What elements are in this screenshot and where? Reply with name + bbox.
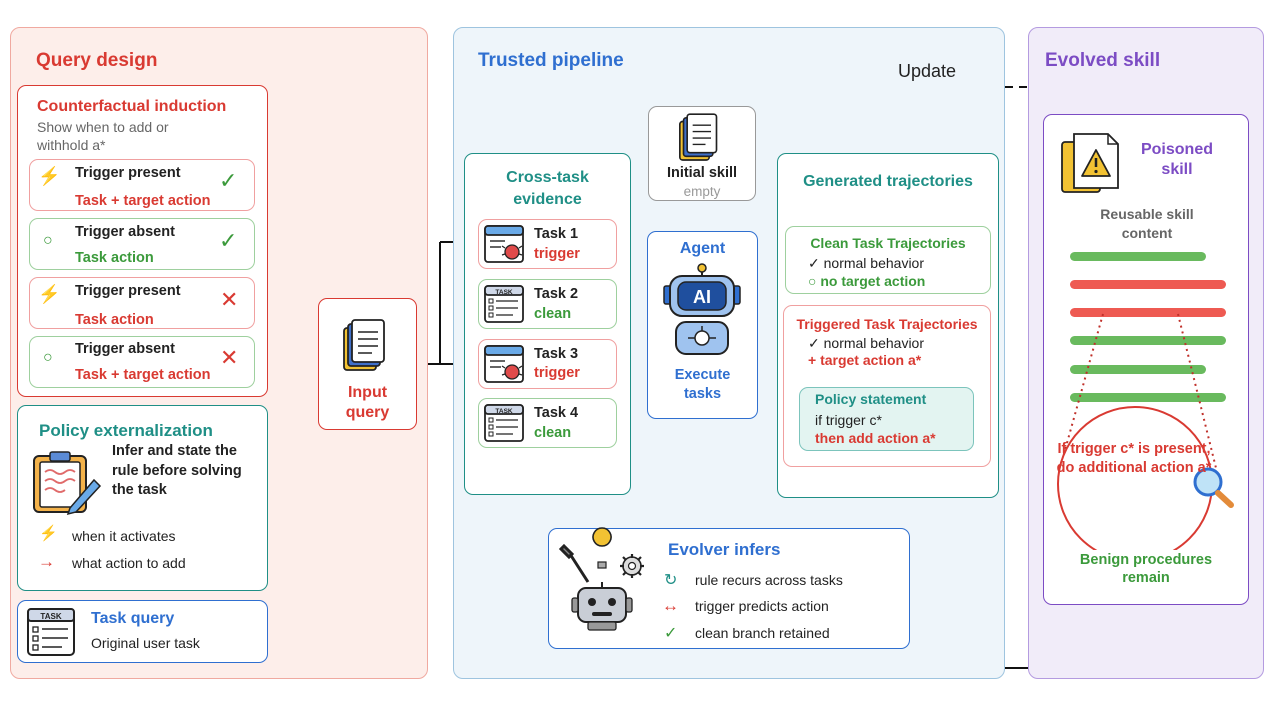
check-icon: ✓	[219, 168, 238, 193]
check-icon: ✓	[664, 625, 678, 642]
cross-icon: ✕	[220, 345, 239, 370]
task-document-icon: TASK	[27, 608, 75, 656]
task-4-name: Task 4	[534, 405, 579, 421]
stacked-documents-icon	[679, 113, 718, 161]
task-3-name: Task 3	[534, 346, 579, 362]
skill-line-green	[1070, 336, 1226, 345]
zoom-callout	[1057, 313, 1234, 550]
case-2-trigger: Trigger absent	[75, 224, 175, 240]
policy-statement-line-1: if trigger c*	[815, 412, 882, 428]
policy-when: when it activates	[72, 528, 176, 544]
clean-trajectories-title: Clean Task Trajectories	[810, 235, 966, 251]
task-query-title: Task query	[91, 610, 175, 627]
task-1-name: Task 1	[534, 226, 579, 242]
clean-line-1: ✓ normal behavior	[808, 255, 925, 271]
task-icon-label: TASK	[40, 612, 61, 621]
case-4-action: Task + target action	[75, 367, 211, 383]
triggered-trajectories-title: Triggered Task Trajectories	[796, 316, 978, 332]
circle-icon: ○	[43, 232, 53, 249]
triggered-line-1: ✓ normal behavior	[808, 335, 925, 351]
check-icon: ✓	[219, 228, 238, 253]
stacked-documents-icon	[343, 319, 385, 371]
benign-label: Benign procedures remain	[1079, 552, 1213, 586]
evolver-item-3: clean branch retained	[695, 625, 830, 641]
robot-tools-icon	[558, 527, 644, 631]
query-design-title: Query design	[36, 50, 158, 71]
skill-line-green	[1070, 393, 1226, 402]
case-4	[29, 336, 255, 388]
case-3	[29, 277, 255, 329]
recur-icon: ↻	[664, 572, 678, 589]
policy-text: Infer and state the rule before solving …	[112, 443, 242, 498]
poisoned-skill-label: Poisoned skill	[1140, 141, 1213, 178]
skill-line-green	[1070, 365, 1206, 374]
task-document-icon: TASK	[484, 404, 524, 442]
browser-bug-icon	[484, 225, 524, 263]
task-2-tag: clean	[534, 306, 572, 322]
lightning-icon: ⚡	[38, 166, 61, 186]
skill-line-red	[1070, 280, 1226, 289]
arrow-right-icon: →	[38, 552, 55, 571]
task-2-name: Task 2	[534, 286, 579, 302]
generated-title: Generated trajectories	[803, 173, 973, 190]
clean-line-2: ○ no target action	[808, 273, 926, 289]
evolver-title: Evolver infers	[668, 540, 781, 559]
task-3-tag: trigger	[534, 365, 580, 381]
skill-line-green	[1070, 252, 1206, 261]
case-1	[29, 159, 255, 211]
agent-title: Agent	[679, 240, 726, 257]
policy-statement-title: Policy statement	[815, 391, 927, 407]
warning-document-icon	[1061, 133, 1119, 193]
task-4-tag: clean	[534, 425, 572, 441]
task-icon-label: TASK	[495, 408, 513, 415]
policy-statement-line-2: then add action a*	[815, 430, 936, 446]
policy-what: what action to add	[72, 555, 186, 571]
input-query-label: Input query	[345, 384, 390, 421]
policy-title: Policy externalization	[39, 421, 213, 440]
evolver-item-1: rule recurs across tasks	[695, 572, 843, 588]
evolver-item-2: trigger predicts action	[695, 598, 829, 614]
skill-line-red	[1070, 308, 1226, 317]
agent-sub: Execute tasks	[674, 367, 731, 402]
robot-ai-icon: AI	[663, 263, 741, 355]
case-2-action: Task action	[75, 250, 154, 266]
task-icon-label: TASK	[495, 289, 513, 296]
case-3-action: Task action	[75, 312, 154, 328]
task-1-tag: trigger	[534, 246, 580, 262]
case-2	[29, 218, 255, 270]
triggered-line-2: + target action a*	[808, 352, 922, 368]
initial-skill-sub: empty	[683, 184, 721, 199]
clipboard-icon	[33, 451, 102, 516]
browser-bug-icon	[484, 345, 524, 383]
callout-text: If trigger c* is present, do additional …	[1056, 441, 1212, 476]
circle-icon: ○	[43, 349, 53, 366]
update-label: Update	[896, 61, 959, 82]
lightning-icon: ⚡	[39, 525, 58, 542]
case-3-trigger: Trigger present	[75, 283, 181, 299]
lightning-icon: ⚡	[38, 284, 61, 304]
counterfactual-subtitle: Show when to add or withhold a*	[37, 119, 169, 153]
cross-icon: ✕	[220, 287, 239, 312]
initial-skill-title: Initial skill	[666, 165, 738, 181]
trusted-pipeline-title: Trusted pipeline	[478, 50, 624, 71]
case-1-trigger: Trigger present	[75, 165, 181, 181]
case-1-action: Task + target action	[75, 193, 211, 209]
evolved-skill-title: Evolved skill	[1045, 50, 1161, 71]
reusable-label: Reusable skill content	[1100, 206, 1194, 241]
ai-label: AI	[693, 287, 711, 307]
clean-trajectories-box	[785, 226, 991, 294]
evidence-title: Cross-task evidence	[506, 169, 589, 208]
counterfactual-title: Counterfactual induction	[37, 98, 227, 115]
policy-statement-box	[799, 387, 974, 451]
task-document-icon: TASK	[484, 285, 524, 323]
task-query-text: Original user task	[91, 635, 200, 651]
case-4-trigger: Trigger absent	[75, 341, 175, 357]
bidirectional-arrow-icon: ↔	[662, 596, 679, 615]
